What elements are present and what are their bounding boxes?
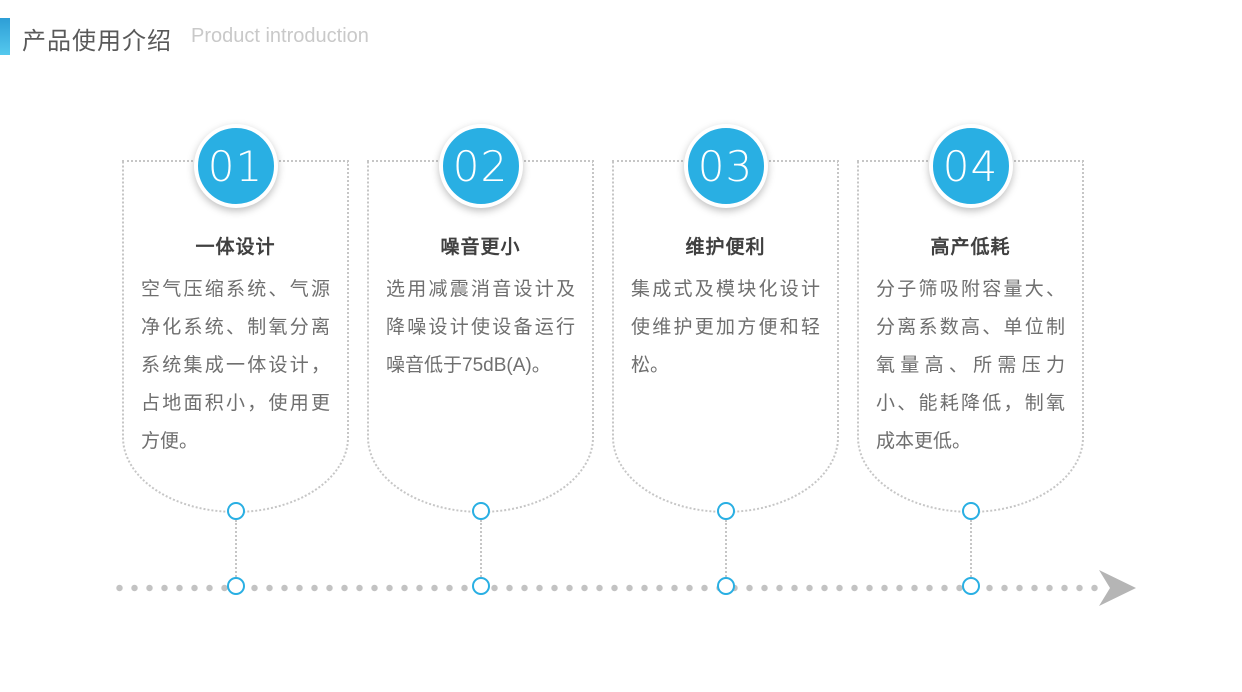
card-title: 噪音更小 (440, 237, 521, 258)
feature-card-1: 01 一体设计 空气压缩系统、气源净化系统、制氧分离系统集成一体设计，占地面积小… (122, 124, 349, 595)
step-number: 04 (942, 141, 999, 191)
connector-node-top (471, 502, 490, 520)
step-number: 02 (452, 141, 509, 191)
step-number: 01 (207, 141, 264, 191)
step-number-badge: 03 (683, 124, 768, 208)
card-title: 维护便利 (685, 237, 766, 258)
card-body-text: 分子筛吸附容量大、分离系数高、单位制氧量高、所需压力小、能耗降低，制氧成本更低。 (876, 279, 1065, 452)
connector-node-top (226, 502, 245, 520)
connector-dotted-line (969, 520, 972, 577)
connector-node-timeline (961, 577, 980, 595)
page-subtitle: Product introduction (191, 25, 369, 47)
feature-card-2: 02 噪音更小 选用减震消音设计及降噪设计使设备运行噪音低于75dB(A)。 (367, 124, 594, 595)
connector-node-top (716, 502, 735, 520)
connector-node-timeline (716, 577, 735, 595)
page-title: 产品使用介绍 (22, 28, 172, 55)
card-body-text: 空气压缩系统、气源净化系统、制氧分离系统集成一体设计，占地面积小，使用更方便。 (141, 279, 330, 452)
title-accent-bar (0, 18, 10, 55)
step-number: 03 (697, 141, 754, 191)
connector-dotted-line (479, 520, 482, 577)
step-number-badge: 04 (928, 124, 1013, 208)
connector-dotted-line (234, 520, 237, 577)
card-body-text: 集成式及模块化设计使维护更加方便和轻松。 (631, 279, 820, 376)
timeline-dotted-line (112, 584, 1102, 592)
card-title: 一体设计 (195, 237, 276, 258)
card-title: 高产低耗 (930, 237, 1011, 258)
connector-node-timeline (226, 577, 245, 595)
card-body-text: 选用减震消音设计及降噪设计使设备运行噪音低于75dB(A)。 (386, 279, 575, 376)
step-number-badge: 02 (438, 124, 523, 208)
connector-node-timeline (471, 577, 490, 595)
connector-node-top (961, 502, 980, 520)
feature-card-3: 03 维护便利 集成式及模块化设计使维护更加方便和轻松。 (612, 124, 839, 595)
chevron-right-icon (1099, 570, 1136, 606)
feature-card-4: 04 高产低耗 分子筛吸附容量大、分离系数高、单位制氧量高、所需压力小、能耗降低… (857, 124, 1084, 595)
step-number-badge: 01 (193, 124, 278, 208)
connector-dotted-line (724, 520, 727, 577)
